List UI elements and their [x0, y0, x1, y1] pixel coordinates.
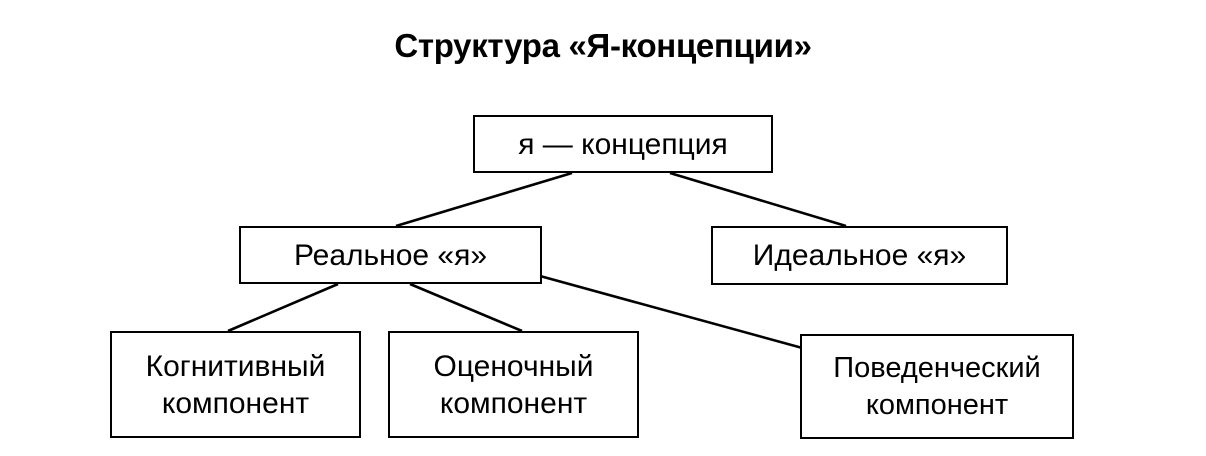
node-evaluative-line1: Оценочный	[433, 349, 594, 383]
node-cognitive-line1: Когнитивный	[145, 349, 326, 383]
node-root-label: я — концепция	[518, 127, 728, 161]
node-evaluative-line2: компонент	[439, 386, 588, 420]
node-ideal-self-label: Идеальное «я»	[752, 239, 967, 272]
diagram-title: Структура «Я-концепции»	[394, 27, 812, 64]
node-behavioral-line1: Поведенческий	[833, 351, 1041, 384]
node-evaluative: Оценочный компонент	[388, 331, 639, 438]
node-real-self: Реальное «я»	[239, 226, 542, 284]
node-cognitive: Когнитивный компонент	[110, 331, 361, 438]
connector-real-cognitive	[227, 282, 339, 333]
node-ideal-self: Идеальное «я»	[711, 226, 1008, 285]
node-cognitive-line2: компонент	[161, 386, 310, 420]
connector-real-evaluative	[409, 282, 523, 333]
connector-real-behavioral	[539, 274, 807, 351]
node-root: я — концепция	[473, 115, 773, 173]
connector-root-real	[395, 171, 573, 228]
node-behavioral: Поведенческий компонент	[800, 334, 1074, 439]
connector-root-ideal	[669, 171, 847, 228]
node-real-self-label: Реальное «я»	[293, 238, 488, 272]
node-behavioral-line2: компонент	[865, 388, 1009, 421]
